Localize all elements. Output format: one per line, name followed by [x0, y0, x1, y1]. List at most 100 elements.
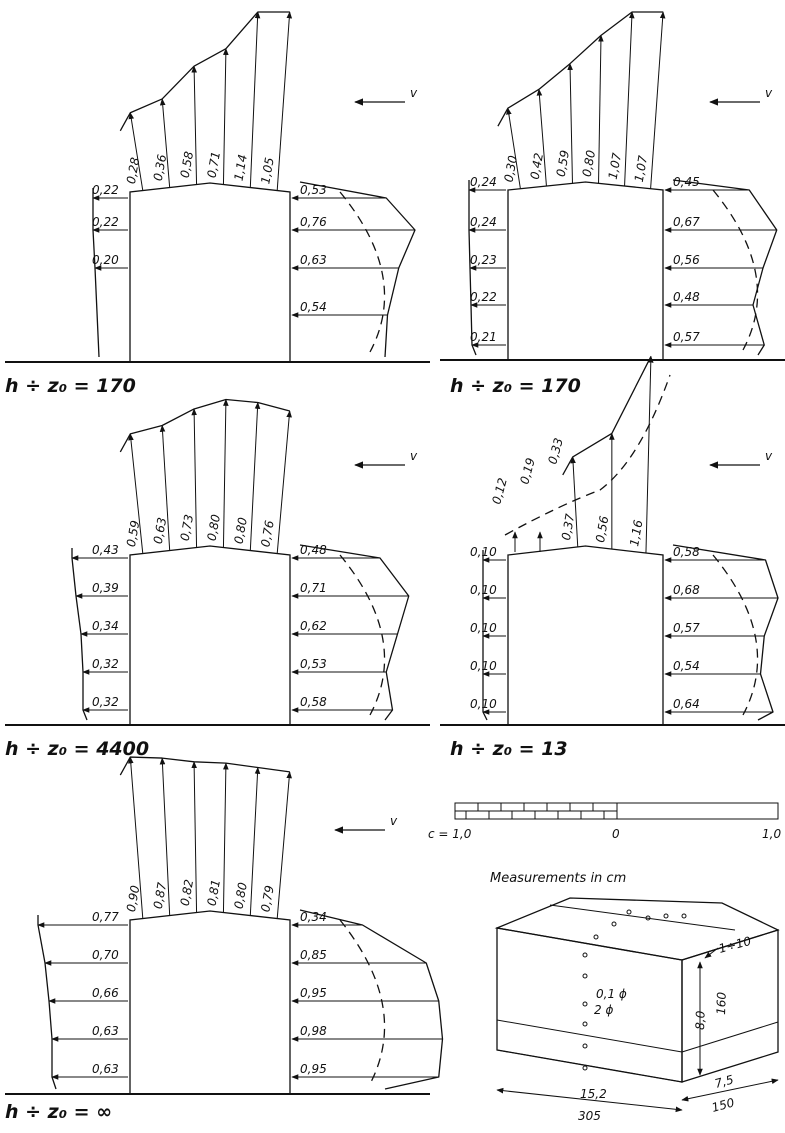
wind-label: v — [765, 86, 773, 100]
windward-value: 0,56 — [673, 253, 700, 267]
comparison-curve — [712, 189, 759, 351]
roof-arrow — [128, 433, 144, 554]
hole-large-label: 2 ϕ — [594, 1003, 613, 1017]
roof-arrow — [276, 410, 292, 554]
windward-value: 0,34 — [300, 910, 327, 924]
roof-value: 0,76 — [258, 519, 276, 548]
leeward-value: 0,23 — [470, 253, 497, 267]
roof-value: 0,56 — [593, 514, 611, 543]
leeward-value: 0,32 — [92, 657, 119, 671]
roof-envelope — [119, 398, 290, 453]
height-right-label: 160 — [714, 991, 729, 1015]
leeward-value: 0,63 — [92, 1062, 119, 1076]
roof-value: 0,80 — [231, 881, 249, 910]
windward-value: 0,71 — [300, 581, 327, 595]
leeward-value: 0,63 — [92, 1024, 119, 1038]
depth-top-label: 7,5 — [713, 1072, 735, 1090]
windward-envelope — [672, 179, 778, 356]
roof-value: 1,07 — [606, 151, 624, 180]
windward-value: 0,63 — [300, 253, 327, 267]
roof-envelope — [497, 11, 664, 127]
windward-value: 0,57 — [673, 330, 700, 344]
roof-value: 0,37 — [559, 512, 577, 541]
roof-value: 0,59 — [554, 149, 572, 178]
leeward-value: 0,66 — [92, 986, 119, 1000]
wind-label: v — [390, 814, 398, 828]
panel-caption: h ÷ z₀ = 13 — [450, 738, 568, 760]
roof-value: 0,36 — [151, 153, 169, 182]
roof-envelope — [562, 356, 652, 476]
panel-p5: h ÷ z₀ = ∞v0,340,850,950,980,950,770,700… — [5, 756, 444, 1123]
leeward-envelope — [71, 548, 88, 721]
roof-arrow — [127, 756, 144, 919]
roof-arrow — [249, 401, 261, 551]
model-roof — [494, 897, 780, 961]
width-top-label: 15,2 — [580, 1087, 607, 1101]
roof-arrow — [159, 98, 171, 188]
windward-value: 0,76 — [300, 215, 327, 229]
hole-small-label: 0,1 ϕ — [596, 987, 627, 1001]
roof-arrow — [191, 408, 198, 548]
panel-caption: h ÷ z₀ = 170 — [450, 375, 581, 397]
windward-envelope — [299, 544, 410, 721]
panel-caption: h ÷ z₀ = 4400 — [5, 738, 149, 760]
roof-upper-value: 0,19 — [517, 456, 537, 485]
windward-value: 0,95 — [300, 1062, 327, 1076]
panel-p2: h ÷ z₀ = 170v0,450,670,560,480,570,240,2… — [440, 11, 785, 397]
roof-value: 0,80 — [580, 149, 598, 178]
leeward-value: 0,24 — [470, 215, 497, 229]
leeward-envelope — [37, 915, 57, 1090]
wind-label: v — [765, 449, 773, 463]
leeward-value: 0,22 — [92, 215, 119, 229]
roof-arrow — [536, 88, 547, 187]
roof-arrow — [159, 757, 171, 916]
windward-value: 0,67 — [673, 215, 700, 229]
roof-value: 0,82 — [178, 878, 196, 907]
windward-value: 0,62 — [300, 619, 327, 633]
wind-label: v — [410, 86, 418, 100]
roof-arrow — [191, 761, 198, 913]
model-front-face — [496, 927, 683, 1083]
roof-value: 0,87 — [151, 881, 169, 910]
roof-value: 0,63 — [151, 516, 169, 545]
roof-value: 0,71 — [205, 150, 223, 179]
leeward-value: 0,77 — [92, 910, 119, 924]
pressure-taps — [582, 909, 687, 1071]
slope-label: 1÷10 — [717, 934, 753, 956]
leeward-value: 0,20 — [92, 253, 119, 267]
roof-value: 0,80 — [205, 513, 223, 542]
roof-arrow — [276, 11, 293, 191]
windward-value: 0,64 — [673, 697, 700, 711]
panel-caption: h ÷ z₀ = 170 — [5, 375, 136, 397]
windward-value: 0,98 — [300, 1024, 327, 1038]
roof-arrow — [159, 424, 171, 551]
roof-value: 0,28 — [124, 156, 142, 185]
building-outline — [129, 545, 291, 725]
windward-envelope — [672, 544, 779, 721]
roof-envelope — [119, 11, 290, 132]
leeward-value: 0,24 — [470, 175, 497, 189]
windward-value: 0,54 — [300, 300, 327, 314]
roof-value: 0,30 — [502, 154, 520, 183]
windward-envelope — [299, 181, 416, 358]
roof-arrow — [128, 112, 144, 191]
roof-arrow — [249, 766, 261, 916]
roof-arrow — [570, 456, 579, 547]
roof-arrow — [645, 355, 654, 554]
roof-value: 0,59 — [124, 519, 142, 548]
roof-upper-value: 0,12 — [489, 476, 509, 505]
leeward-envelope — [92, 188, 100, 358]
roof-arrow — [567, 62, 573, 184]
windward-value: 0,68 — [673, 583, 700, 597]
roof-separation-curve — [504, 374, 671, 536]
windward-value: 0,95 — [300, 986, 327, 1000]
windward-value: 0,57 — [673, 621, 700, 635]
leeward-envelope — [482, 550, 488, 721]
roof-value: 0,73 — [178, 513, 196, 542]
roof-value: 1,07 — [632, 154, 650, 183]
roof-arrow — [276, 771, 292, 919]
scale-right-label: 1,0 — [762, 827, 781, 841]
comparison-curve — [339, 554, 386, 716]
roof-arrow — [506, 107, 521, 189]
